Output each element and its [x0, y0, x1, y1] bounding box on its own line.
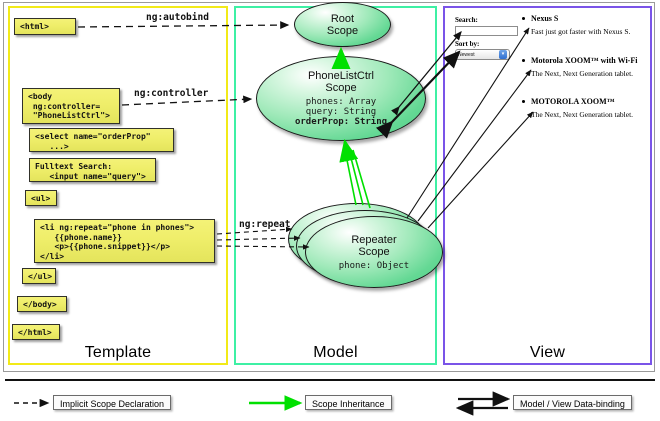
view-sort-selected-value: Newest	[458, 51, 475, 58]
legend-item-implicit-scope-declaration: Implicit Scope Declaration	[53, 395, 172, 410]
scope-prop-orderprop: orderProp: String	[294, 117, 388, 127]
code-box-li-ngrepeat: <li ng:repeat="phone in phones"> {{phone…	[34, 219, 215, 263]
lane-label-view: View	[529, 344, 566, 361]
scope-phonelistctrl-props: phones: Array query: String orderProp: S…	[257, 97, 425, 127]
view-phone-item-1: Motorola XOOM™ with Wi-Fi The Next, Next…	[522, 56, 657, 82]
legend-item-scope-inheritance: Scope Inheritance	[305, 395, 392, 410]
connector-label-ng-autobind: ng:autobind	[146, 12, 209, 23]
code-box-html-open: <html>	[14, 18, 76, 35]
scope-root-title-line1: Root	[330, 12, 355, 25]
view-phone-name: Motorola XOOM™ with Wi-Fi	[531, 56, 638, 65]
scope-repeater-title-line1: Repeater	[351, 233, 397, 246]
scope-phonelistctrl-title-line1: PhoneListCtrl	[307, 70, 375, 82]
code-box-fulltext-search: Fulltext Search: <input name="query">	[29, 158, 156, 182]
view-phone-snippet: The Next, Next Generation tablet.	[531, 110, 634, 119]
scope-phonelistctrl: PhoneListCtrl Scope phones: Array query:…	[256, 56, 426, 141]
scope-repeater-title-line2: Scope	[358, 245, 390, 258]
connector-label-ng-repeat: ng:repeat	[239, 219, 291, 230]
view-sort-select[interactable]: Newest ▾	[455, 49, 510, 60]
scope-root-title-line2: Scope	[326, 24, 359, 37]
scope-repeater-props: phone: Object	[306, 261, 442, 271]
connector-label-ng-controller: ng:controller	[134, 88, 209, 99]
code-box-select-orderprop: <select name="orderProp" ...>	[29, 128, 174, 152]
code-box-body-close: </body>	[17, 296, 67, 312]
scope-prop-query: query: String	[305, 107, 377, 117]
lane-label-template: Template	[84, 344, 152, 361]
view-search-input[interactable]	[455, 26, 518, 36]
scope-phonelistctrl-title-line2: Scope	[325, 82, 357, 94]
scope-root: Root Scope	[294, 2, 391, 47]
lane-label-model: Model	[313, 344, 358, 361]
view-phone-item-0: Nexus S Fast just got faster with Nexus …	[522, 14, 657, 40]
view-phone-name: MOTOROLA XOOM™	[531, 97, 615, 106]
scope-repeater: Repeater Scope phone: Object	[305, 216, 443, 288]
scope-prop-phones: phones: Array	[305, 97, 377, 107]
code-box-html-close: </html>	[12, 324, 60, 340]
bullet-icon	[522, 17, 525, 20]
code-box-body-open: <body ng:controller= "PhoneListCtrl">	[22, 88, 120, 124]
chevron-down-icon: ▾	[499, 50, 507, 59]
lane-template	[8, 6, 228, 365]
code-box-ul-close: </ul>	[22, 268, 56, 284]
view-phone-snippet: Fast just got faster with Nexus S.	[531, 27, 631, 36]
view-phone-item-2: MOTOROLA XOOM™ The Next, Next Generation…	[522, 97, 657, 123]
view-phone-snippet: The Next, Next Generation tablet.	[531, 69, 634, 78]
view-phone-name: Nexus S	[531, 14, 559, 23]
bullet-icon	[522, 59, 525, 62]
legend-item-data-binding: Model / View Data-binding	[513, 395, 632, 410]
view-sort-label: Sort by:	[455, 40, 480, 48]
scope-prop-phone: phone: Object	[338, 260, 410, 271]
legend-divider	[5, 379, 655, 381]
view-search-label: Search:	[455, 16, 478, 24]
code-box-ul-open: <ul>	[25, 190, 57, 206]
bullet-icon	[522, 100, 525, 103]
